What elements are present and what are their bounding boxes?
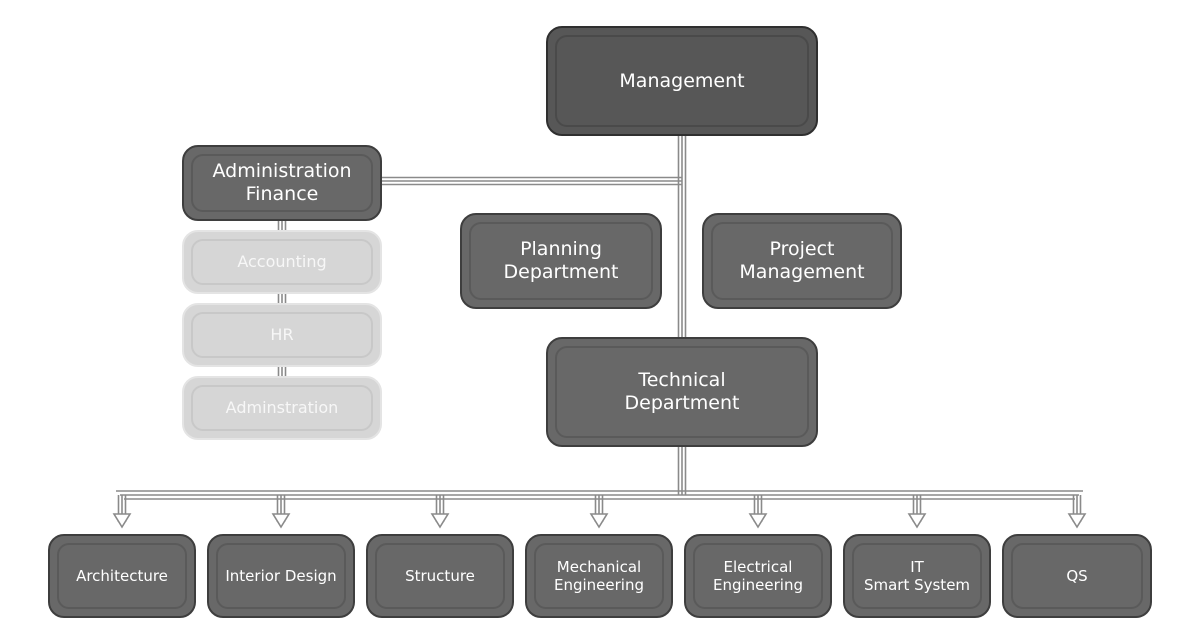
- hr-label: HR: [270, 325, 294, 345]
- arrow-down-icon: [271, 513, 291, 529]
- arrow-down-icon: [1067, 513, 1087, 529]
- planning-department-box: Planning Department: [460, 213, 662, 309]
- dept-mechanical-engineering-label: Mechanical Engineering: [554, 558, 644, 594]
- project-management-label: Project Management: [739, 238, 865, 283]
- management-label: Management: [619, 69, 745, 92]
- arrow-down-icon: [430, 513, 450, 529]
- dept-qs-box: QS: [1002, 534, 1152, 618]
- dept-it-smart-system-box: IT Smart System: [843, 534, 991, 618]
- planning-department-label: Planning Department: [503, 238, 619, 283]
- accounting-label: Accounting: [237, 252, 327, 272]
- dept-architecture-box: Architecture: [48, 534, 196, 618]
- technical-department-label: Technical Department: [624, 369, 740, 414]
- dept-mechanical-engineering-box: Mechanical Engineering: [525, 534, 673, 618]
- dept-structure-label: Structure: [405, 567, 475, 585]
- administration-finance-label: Administration Finance: [212, 160, 352, 205]
- dept-architecture-label: Architecture: [76, 567, 168, 585]
- dept-interior-design-label: Interior Design: [225, 567, 337, 585]
- project-management-box: Project Management: [702, 213, 902, 309]
- hr-box: HR: [182, 303, 382, 367]
- dept-structure-box: Structure: [366, 534, 514, 618]
- technical-department-box: Technical Department: [546, 337, 818, 447]
- dept-it-smart-system-label: IT Smart System: [863, 558, 971, 594]
- arrow-down-icon: [589, 513, 609, 529]
- arrow-down-icon: [907, 513, 927, 529]
- accounting-box: Accounting: [182, 230, 382, 294]
- arrow-down-icon: [748, 513, 768, 529]
- adminstration-box: Adminstration: [182, 376, 382, 440]
- dept-qs-label: QS: [1066, 567, 1088, 585]
- dept-electrical-engineering-label: Electrical Engineering: [713, 558, 803, 594]
- dept-interior-design-box: Interior Design: [207, 534, 355, 618]
- administration-finance-box: Administration Finance: [182, 145, 382, 221]
- management-box: Management: [546, 26, 818, 136]
- arrow-down-icon: [112, 513, 132, 529]
- dept-electrical-engineering-box: Electrical Engineering: [684, 534, 832, 618]
- adminstration-label: Adminstration: [225, 398, 339, 418]
